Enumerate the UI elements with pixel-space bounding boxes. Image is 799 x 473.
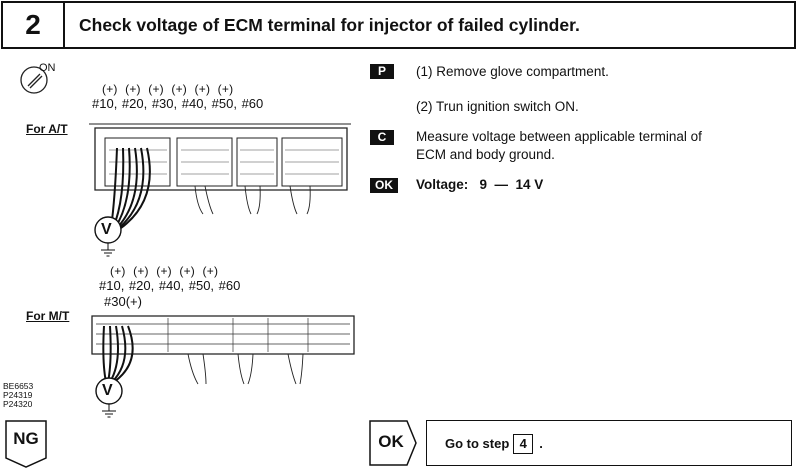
step-number: 2 [3,3,65,47]
ok-voltage-spec: Voltage: 9 — 14 V [416,177,544,192]
mt-terminal-row: #10, #20, #40, #50, #60 [99,278,241,293]
figure-codes: BE6653 P24319 P24320 [3,382,33,409]
voltmeter-mt-icon [92,375,126,419]
ok-result-box: OK [369,420,417,466]
for-mt-label: For M/T [26,309,70,323]
check-text-line2: ECM and body ground. [416,147,555,162]
prep-tag: P [370,64,394,79]
ecm-connector-mt-diagram [88,312,358,412]
voltmeter-at-symbol: V [101,221,112,238]
prep-step-2: (2) Trun ignition switch ON. [416,99,579,114]
ignition-key-icon [18,64,50,96]
ng-label: NG [13,429,39,448]
figure-code: P24319 [3,390,33,400]
ok-label: OK [378,432,404,451]
voltmeter-mt-symbol: V [102,382,113,399]
step-header: 2 Check voltage of ECM terminal for inje… [1,1,796,49]
goto-suffix: . [539,436,543,451]
figure-code: BE6653 [3,381,34,391]
for-at-label: For A/T [26,122,68,136]
ng-result-box: NG [5,420,47,468]
check-text-line1: Measure voltage between applicable termi… [416,129,702,144]
at-terminal-row: #10, #20, #30, #40, #50, #60 [92,96,264,111]
check-tag: C [370,130,394,145]
figure-code: P24320 [3,399,33,409]
ignition-on-label: ON [39,62,56,74]
mt-polarity-row: (+) (+) (+) (+) (+) [110,264,219,278]
goto-step-number[interactable]: 4 [513,434,534,454]
mt-extra-terminal: #30(+) [104,294,142,309]
ok-tag: OK [370,178,398,193]
ecm-connector-at-diagram [85,120,355,270]
prep-step-1: (1) Remove glove compartment. [416,64,609,79]
voltmeter-at-icon [91,214,125,258]
at-polarity-row: (+) (+) (+) (+) (+) (+) [102,82,234,96]
step-title: Check voltage of ECM terminal for inject… [79,15,580,35]
goto-prefix: Go to step [445,436,510,451]
